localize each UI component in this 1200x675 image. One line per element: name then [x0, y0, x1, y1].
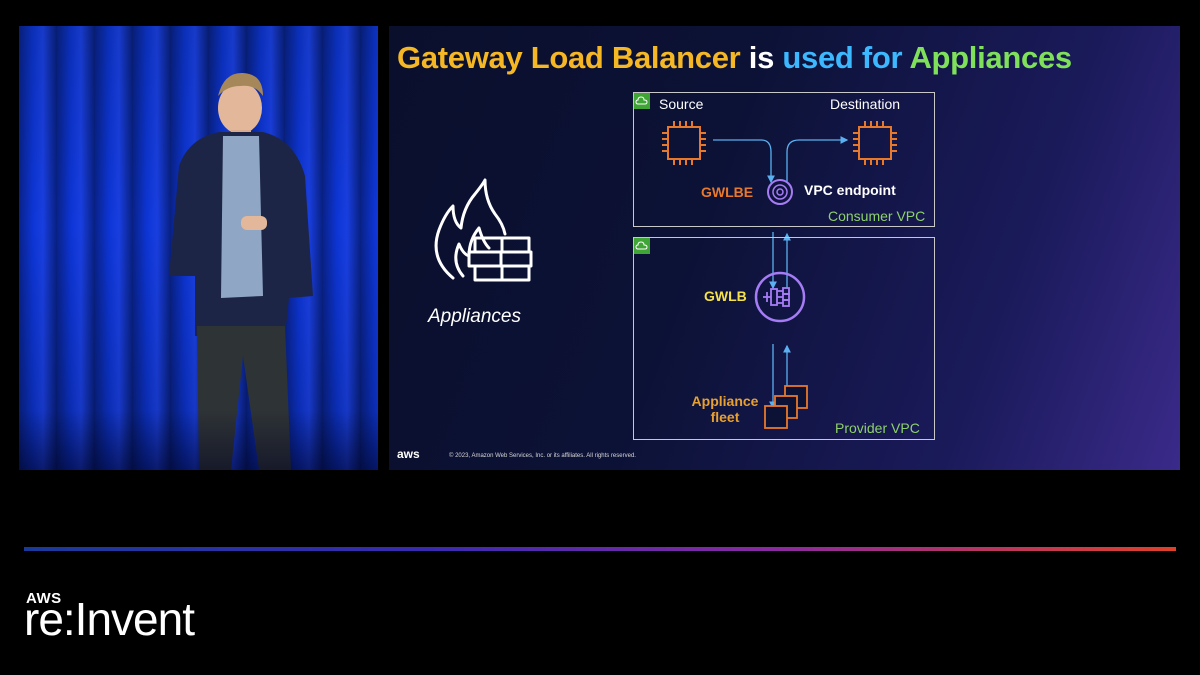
speaker-figure — [169, 72, 313, 470]
source-instance-icon — [662, 121, 706, 165]
title-gateway-load-balancer: Gateway Load Balancer — [397, 40, 741, 75]
gateway-load-balancer-icon — [754, 271, 806, 323]
firewall-appliance-icon — [434, 178, 533, 282]
appliance-fleet-label-line1: Appliance — [691, 393, 759, 409]
title-used-for: used for — [782, 40, 903, 75]
divider-lines — [552, 130, 562, 396]
source-label: Source — [659, 96, 704, 112]
traffic-flow-arrows — [713, 136, 849, 410]
slide-title: Gateway Load Balancer is used for Applia… — [397, 40, 1072, 76]
gwlbe-label: GWLBE — [701, 184, 754, 200]
vpc-cloud-icon — [634, 238, 650, 254]
provider-vpc-box — [633, 237, 935, 440]
stage-floor-shadow — [19, 410, 378, 470]
appliance-fleet-icon — [764, 385, 808, 429]
aws-brand-text: AWS — [26, 590, 62, 607]
gradient-divider-bar — [24, 547, 1176, 551]
reinvent-logo: re:Invent — [24, 593, 195, 645]
destination-instance-icon — [853, 121, 897, 165]
vpc-endpoint-icon — [767, 179, 793, 205]
appliance-fleet-label-line2: fleet — [710, 409, 740, 425]
vpc-cloud-icon — [634, 93, 650, 109]
title-appliances: Appliances — [909, 40, 1072, 75]
gwlb-label: GWLB — [704, 288, 747, 304]
title-is: is — [748, 40, 775, 75]
speaker-video — [19, 26, 378, 470]
appliances-label: Appliances — [428, 306, 521, 327]
destination-label: Destination — [830, 96, 901, 112]
consumer-vpc-box — [633, 92, 935, 227]
copyright-text: © 2023, Amazon Web Services, Inc. or its… — [449, 453, 636, 459]
presentation-slide: Gateway Load Balancer is used for Applia… — [389, 26, 1180, 470]
vpc-endpoint-label: VPC endpoint — [804, 182, 896, 198]
aws-slide-logo: aws — [397, 447, 420, 461]
provider-vpc-label: Provider VPC — [835, 420, 920, 436]
appliance-fleet-label: Appliance fleet — [689, 393, 761, 425]
consumer-vpc-label: Consumer VPC — [828, 208, 926, 224]
